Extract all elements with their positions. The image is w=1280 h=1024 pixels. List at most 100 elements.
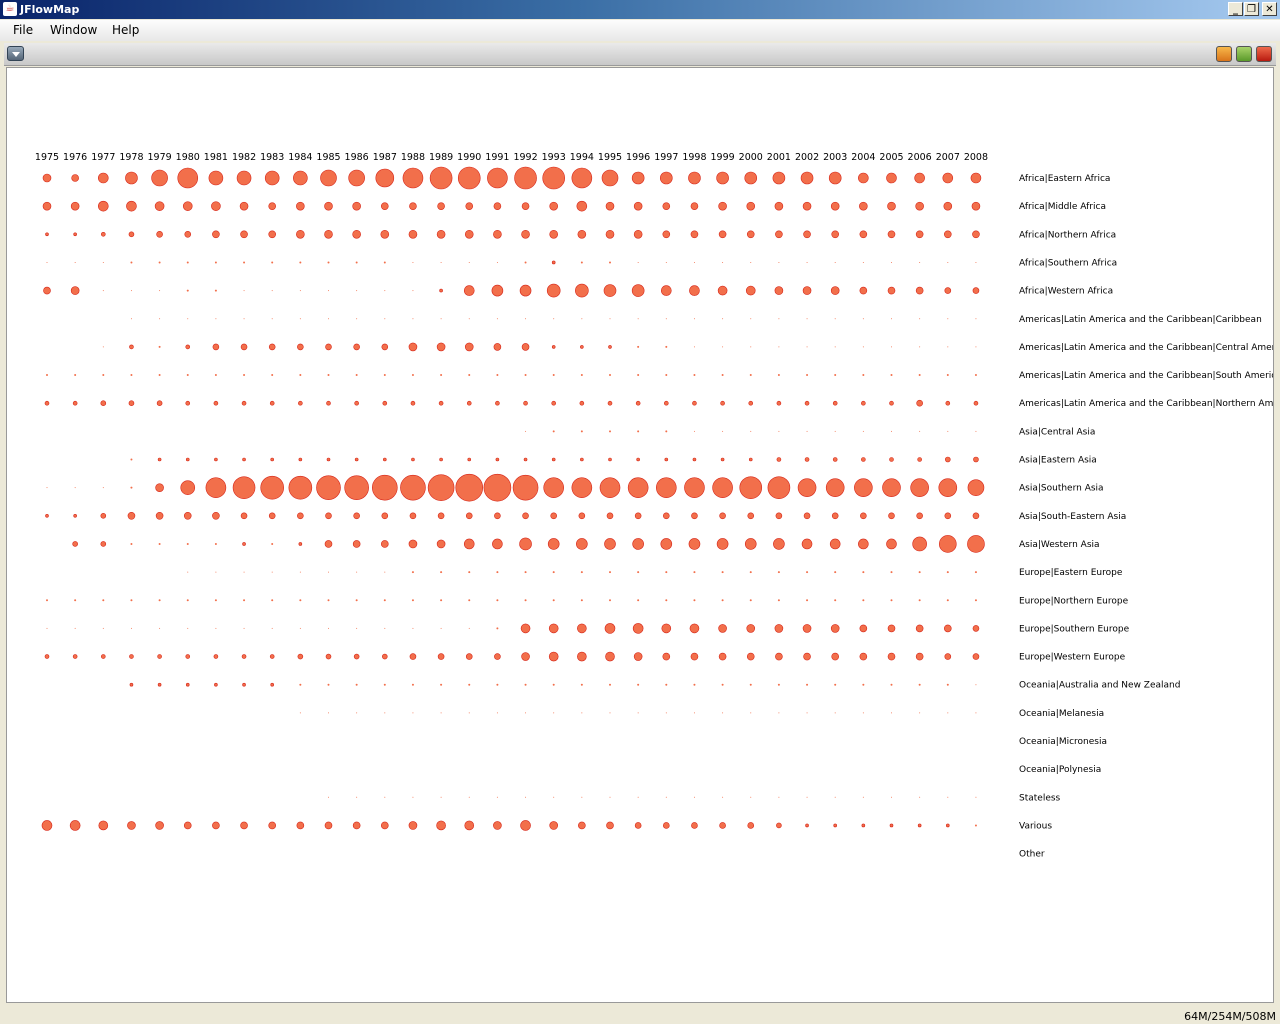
flow-bubble[interactable] — [605, 201, 615, 211]
flow-bubble[interactable] — [130, 261, 133, 264]
flow-bubble[interactable] — [465, 512, 473, 520]
flow-bubble[interactable] — [971, 201, 981, 211]
flow-bubble[interactable] — [495, 457, 500, 462]
flow-bubble[interactable] — [605, 651, 615, 662]
flow-bubble[interactable] — [944, 287, 952, 294]
flow-bubble[interactable] — [356, 290, 358, 292]
flow-bubble[interactable] — [693, 712, 695, 714]
flow-bubble[interactable] — [854, 478, 873, 497]
flow-bubble[interactable] — [70, 286, 80, 295]
flow-bubble[interactable] — [750, 318, 752, 320]
flow-bubble[interactable] — [240, 343, 248, 351]
flow-bubble[interactable] — [437, 202, 445, 210]
flow-bubble[interactable] — [776, 400, 782, 406]
flow-bubble[interactable] — [631, 171, 645, 185]
flow-bubble[interactable] — [717, 285, 728, 296]
flow-bubble[interactable] — [384, 290, 386, 292]
flow-bubble[interactable] — [721, 374, 724, 377]
flow-bubble[interactable] — [806, 346, 808, 348]
flow-bubble[interactable] — [70, 201, 80, 211]
flow-bubble[interactable] — [98, 820, 109, 831]
flow-bubble[interactable] — [159, 627, 161, 629]
flow-bubble[interactable] — [243, 599, 246, 602]
flow-bubble[interactable] — [975, 346, 977, 348]
flow-bubble[interactable] — [608, 345, 612, 349]
flow-bubble[interactable] — [662, 512, 670, 520]
flow-bubble[interactable] — [271, 542, 274, 545]
flow-bubble[interactable] — [328, 796, 329, 798]
flow-bubble[interactable] — [609, 571, 611, 574]
flow-bubble[interactable] — [130, 374, 133, 377]
minimize-button[interactable]: _ — [1228, 2, 1243, 16]
flow-bubble[interactable] — [720, 400, 725, 406]
flow-bubble[interactable] — [551, 457, 556, 462]
flow-bubble[interactable] — [917, 823, 922, 828]
flow-bubble[interactable] — [130, 486, 133, 489]
flow-bubble[interactable] — [493, 230, 502, 239]
flow-bubble[interactable] — [524, 683, 527, 686]
flow-bubble[interactable] — [74, 487, 76, 489]
flow-bubble[interactable] — [411, 374, 414, 377]
flow-bubble[interactable] — [552, 374, 555, 377]
flow-bubble[interactable] — [214, 599, 217, 602]
flow-bubble[interactable] — [382, 400, 388, 406]
flow-bubble[interactable] — [271, 290, 273, 292]
flow-bubble[interactable] — [353, 343, 360, 351]
flow-bubble[interactable] — [831, 512, 839, 520]
flow-bubble[interactable] — [637, 374, 640, 377]
flow-bubble[interactable] — [269, 400, 275, 406]
flow-bubble[interactable] — [102, 599, 105, 602]
flow-bubble[interactable] — [716, 171, 729, 185]
flow-bubble[interactable] — [402, 167, 424, 189]
flow-bubble[interactable] — [919, 796, 921, 798]
flow-bubble[interactable] — [214, 261, 217, 264]
flow-bubble[interactable] — [547, 538, 560, 550]
flow-bubble[interactable] — [806, 318, 808, 320]
flow-bubble[interactable] — [214, 374, 217, 377]
flow-bubble[interactable] — [580, 261, 583, 264]
flow-bubble[interactable] — [326, 400, 331, 406]
flow-bubble[interactable] — [299, 712, 301, 714]
flow-bubble[interactable] — [525, 712, 527, 714]
flow-bubble[interactable] — [43, 286, 51, 295]
flow-bubble[interactable] — [440, 318, 442, 320]
flow-bubble[interactable] — [74, 599, 77, 602]
flow-bubble[interactable] — [384, 712, 386, 714]
flow-bubble[interactable] — [975, 796, 977, 798]
flow-bubble[interactable] — [463, 285, 475, 296]
flow-bubble[interactable] — [749, 599, 752, 602]
flow-bubble[interactable] — [46, 627, 48, 629]
flow-bubble[interactable] — [356, 712, 358, 714]
flow-bubble[interactable] — [834, 374, 837, 377]
flow-bubble[interactable] — [74, 627, 76, 629]
flow-bubble[interactable] — [890, 374, 893, 377]
flow-bubble[interactable] — [356, 318, 358, 320]
flow-bubble[interactable] — [947, 712, 949, 714]
flow-bubble[interactable] — [943, 201, 953, 211]
flow-bubble[interactable] — [213, 654, 219, 659]
flow-bubble[interactable] — [665, 571, 668, 574]
flow-bubble[interactable] — [408, 539, 418, 549]
flow-bubble[interactable] — [157, 457, 162, 462]
flow-bubble[interactable] — [525, 796, 527, 798]
flow-bubble[interactable] — [806, 796, 808, 798]
flow-bubble[interactable] — [268, 230, 277, 239]
flow-bubble[interactable] — [130, 290, 132, 292]
flow-bubble[interactable] — [325, 343, 332, 351]
flow-bubble[interactable] — [327, 683, 330, 686]
flow-bubble[interactable] — [381, 653, 388, 660]
flow-bubble[interactable] — [774, 201, 784, 211]
flow-bubble[interactable] — [271, 261, 274, 264]
flow-bubble[interactable] — [215, 627, 217, 629]
flow-bubble[interactable] — [412, 261, 414, 263]
flow-bubble[interactable] — [232, 476, 256, 499]
flow-bubble[interactable] — [862, 374, 865, 377]
flow-bubble[interactable] — [239, 201, 249, 211]
flow-bubble[interactable] — [324, 821, 333, 830]
flow-bubble[interactable] — [440, 571, 443, 574]
flow-bubble[interactable] — [493, 202, 502, 210]
flow-bubble[interactable] — [101, 654, 106, 659]
flow-bubble[interactable] — [271, 571, 273, 573]
flow-bubble[interactable] — [750, 261, 752, 263]
flow-bubble[interactable] — [974, 571, 977, 574]
